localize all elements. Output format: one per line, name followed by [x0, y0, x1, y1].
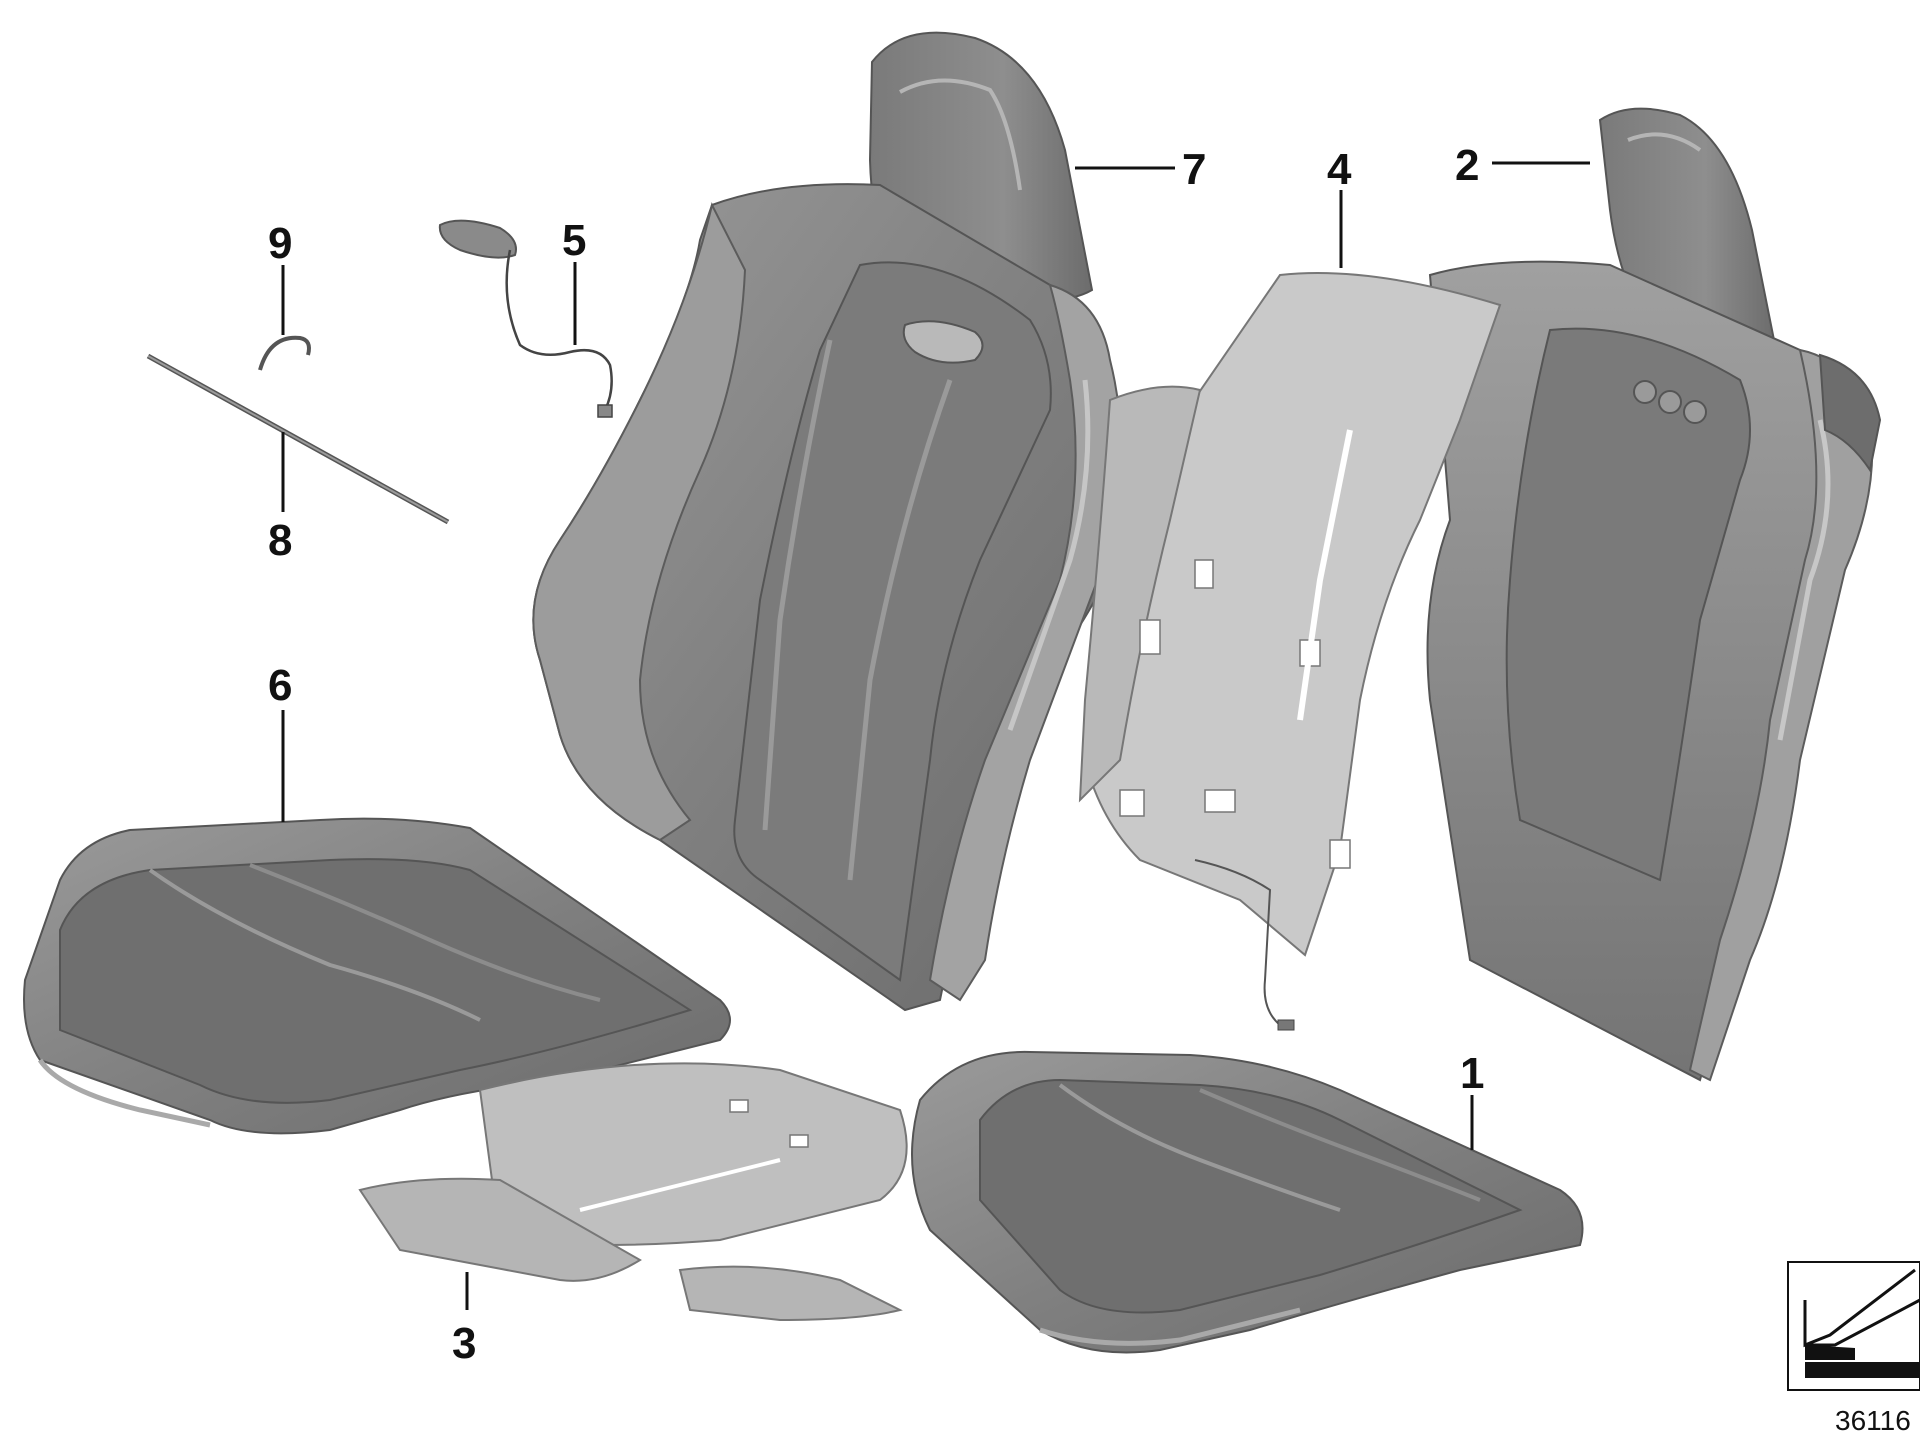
- rod: [146, 353, 450, 525]
- clip: [258, 335, 311, 371]
- callout-5: 5: [562, 216, 586, 265]
- foam-pad-backrest: [1078, 272, 1502, 1031]
- backrest-frame-rear: [1426, 107, 1882, 1082]
- arrow-tray-icon: [1787, 1261, 1920, 1391]
- callout-2: 2: [1455, 141, 1479, 190]
- callout-9: 9: [268, 219, 292, 268]
- callout-4: 4: [1327, 145, 1352, 194]
- callout-labels: 7 4 2 5 9 8 6 3 1: [268, 141, 1484, 1368]
- sensor-with-cable: [438, 219, 613, 418]
- seat-cushion-cover: [23, 817, 731, 1135]
- callout-8: 8: [268, 516, 292, 565]
- backrest-cover-front: [532, 31, 1129, 1012]
- callout-1: 1: [1460, 1049, 1484, 1098]
- leader-lines: [281, 161, 1590, 1310]
- seat-cushion-right: [911, 1050, 1584, 1354]
- foam-pad-seat: [358, 1062, 908, 1322]
- callout-3: 3: [452, 1319, 476, 1368]
- diagram-reference-number: 36116: [1835, 1405, 1911, 1436]
- callout-7: 7: [1182, 145, 1206, 194]
- callout-6: 6: [268, 661, 292, 710]
